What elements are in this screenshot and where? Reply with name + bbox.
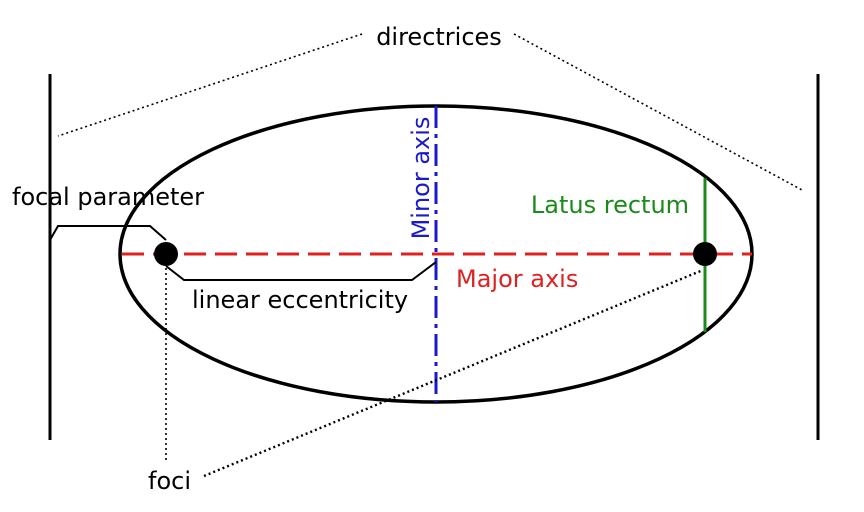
- focal-parameter-label: focal parameter: [12, 183, 204, 211]
- minor-axis-label: Minor axis: [407, 117, 435, 240]
- foci-label: foci: [148, 467, 191, 495]
- directrices-pointer-right: [513, 33, 803, 191]
- left-focus: [154, 242, 178, 266]
- latus-rectum-label: Latus rectum: [531, 191, 689, 219]
- linear-eccentricity-label: linear eccentricity: [192, 286, 408, 314]
- directrices-pointer-left: [57, 33, 363, 137]
- right-focus: [693, 242, 717, 266]
- major-axis-label: Major axis: [456, 265, 578, 293]
- directrices-label: directrices: [376, 23, 502, 51]
- linear-eccentricity-bracket: [165, 261, 437, 281]
- focal-parameter-bracket: [49, 225, 167, 241]
